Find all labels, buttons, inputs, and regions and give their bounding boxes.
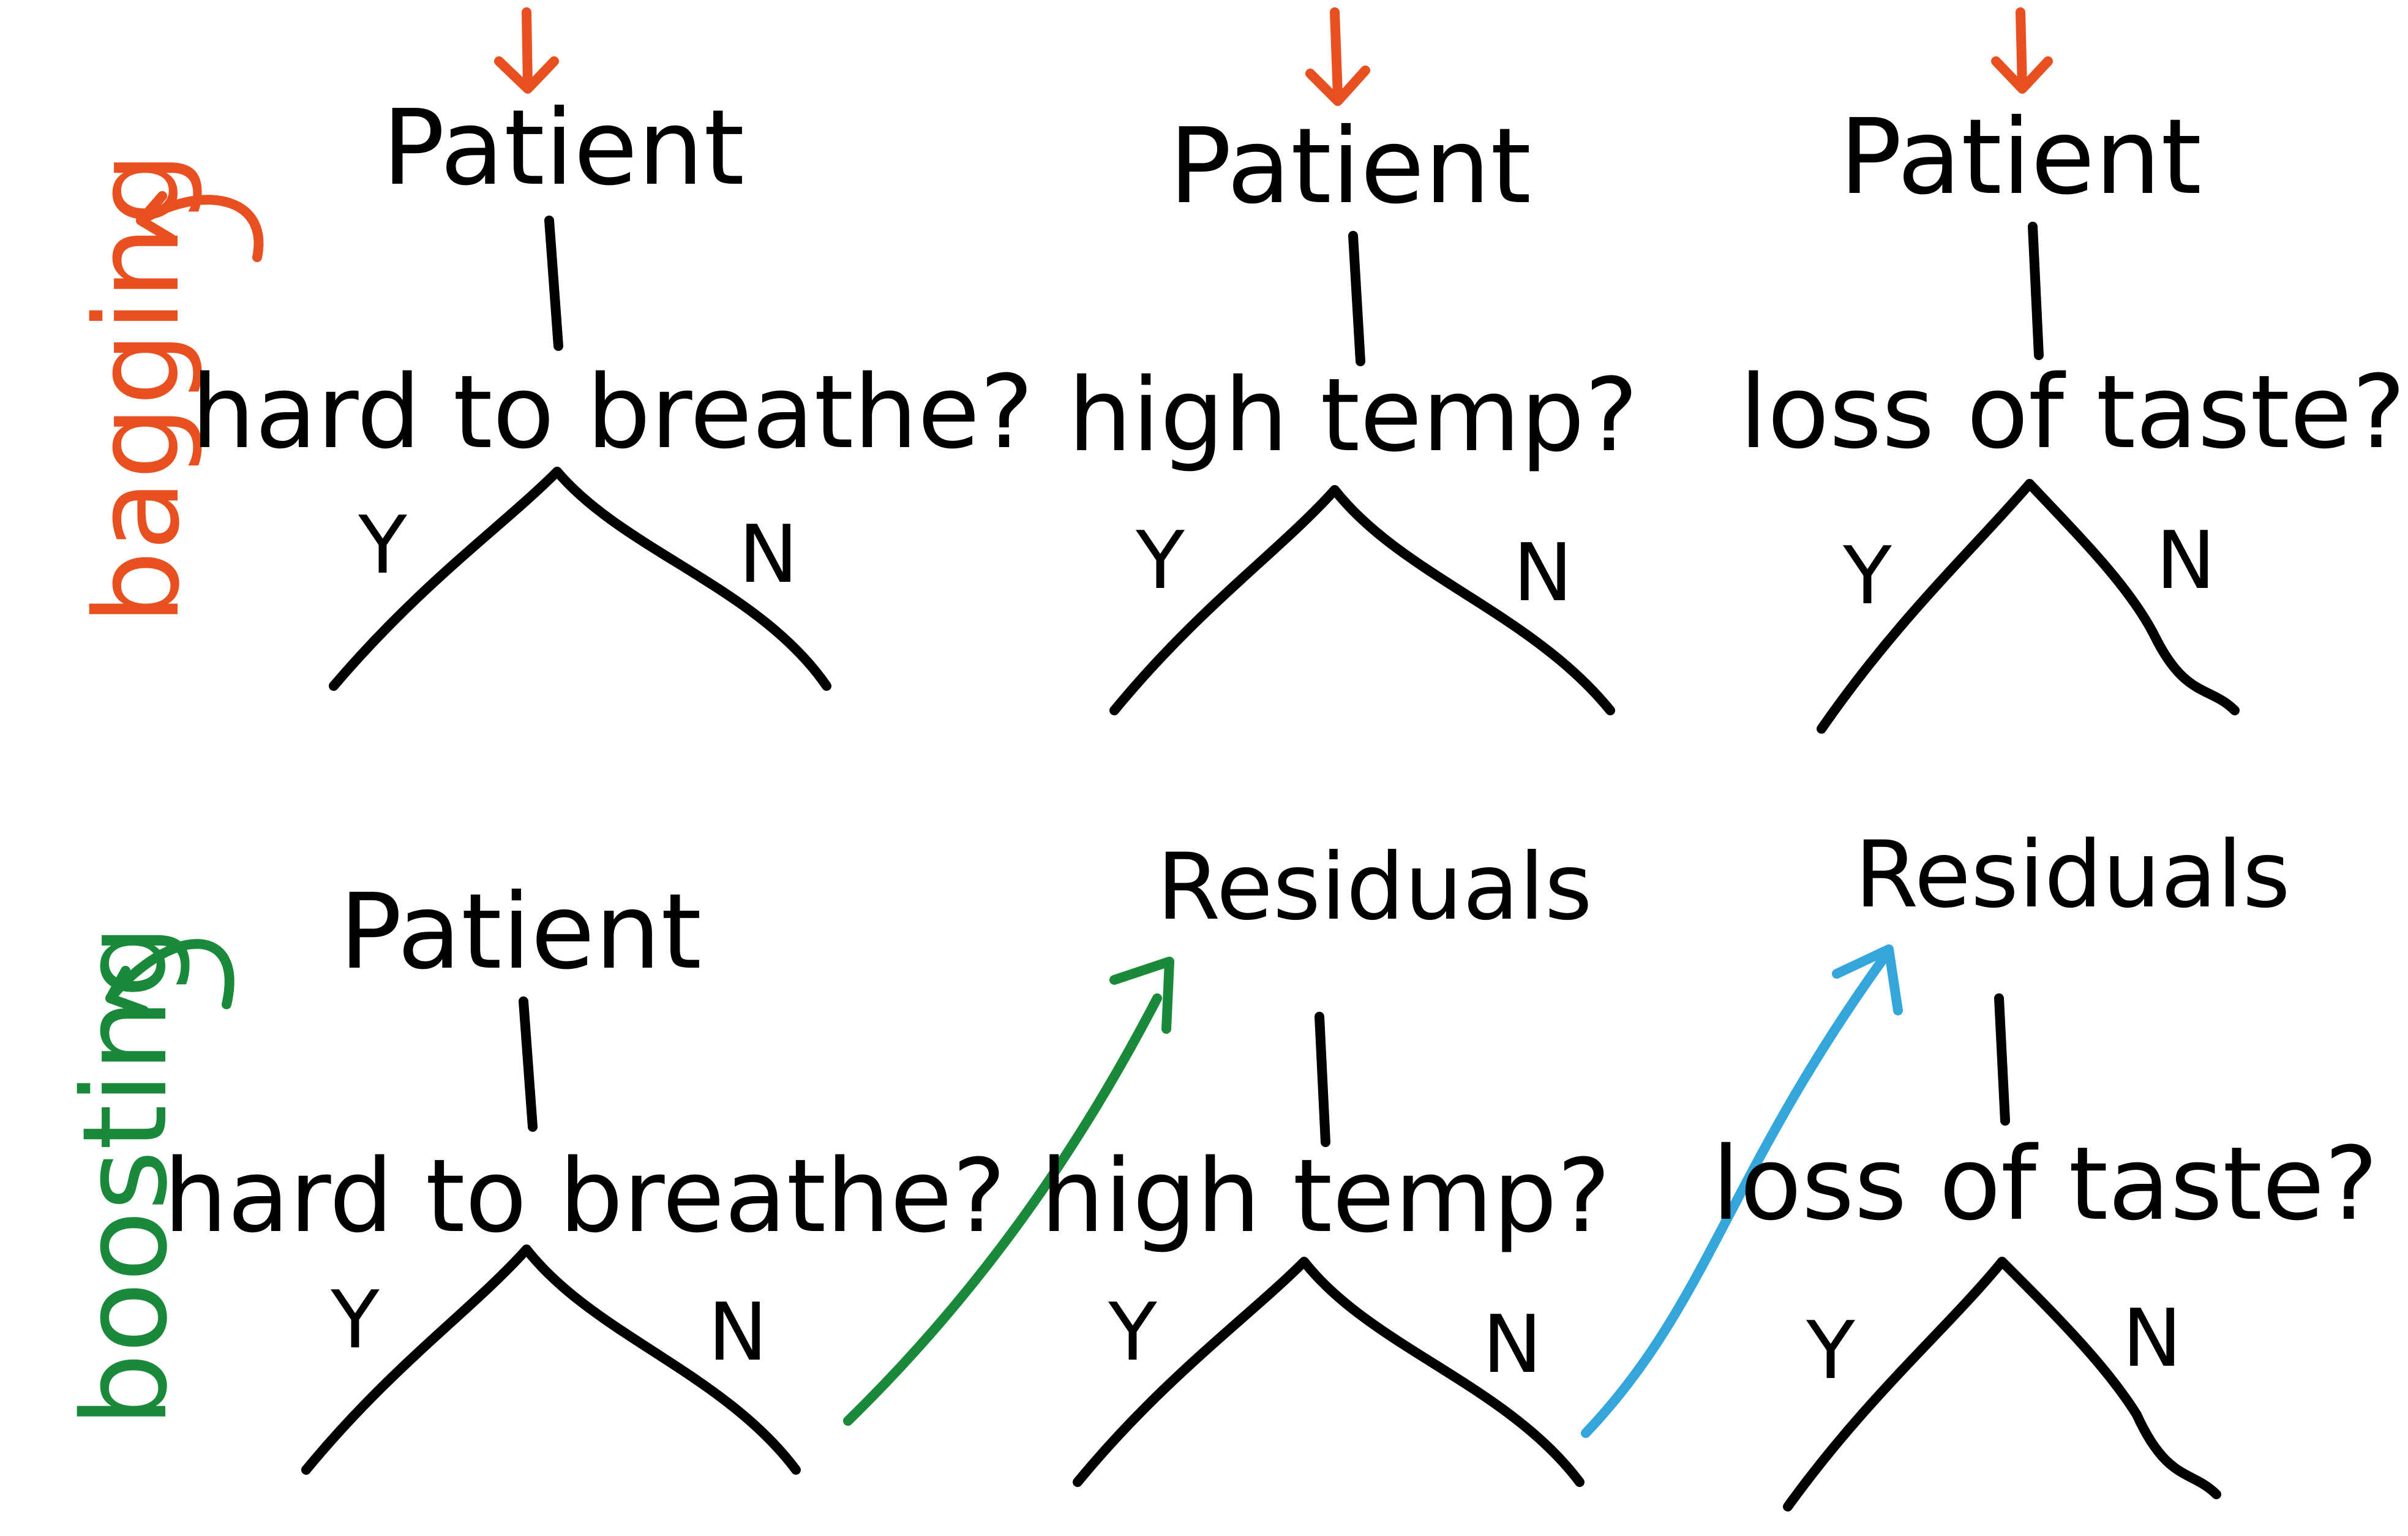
bagging-label: bagging [70,152,205,625]
tree-question: hard to breathe? [163,1137,1006,1255]
tree-root-label: Patient [1839,97,2202,218]
tree-stem [1315,1012,1330,1147]
yes-label: Y [1842,529,1892,622]
yes-label: Y [1108,1286,1157,1379]
tree-stem [1348,231,1365,366]
boosting-section: boosting Patient hard to breathe? Y N Re… [58,822,2378,1512]
tree-branches [301,1244,801,1475]
no-label: N [738,508,798,601]
tree-question: high temp? [1040,1137,1610,1255]
residual-arrow-green [843,957,1174,1426]
no-label: N [1482,1298,1542,1391]
no-label: N [2122,1292,2181,1385]
boosting-curl-arrow [105,939,234,1015]
tree-branches [329,467,831,691]
boosting-tree-3: Residuals loss of taste? Y N [1712,822,2378,1512]
tree-root-label: Residuals [1157,834,1592,941]
input-arrow-icon [494,7,559,94]
no-label: N [2156,514,2215,607]
tree-question: loss of taste? [1739,353,2406,471]
tree-root-label: Patient [339,872,702,993]
tree-root-label: Patient [382,88,745,209]
yes-label: Y [330,1273,380,1366]
tree-stem [2028,222,2044,360]
bagging-tree-3: Patient loss of taste? Y N [1739,7,2406,734]
tree-branches [1783,1257,2221,1512]
bagging-curl-arrow [136,191,264,262]
boosting-tree-2: Residuals high temp? Y N [1040,834,1611,1487]
no-label: N [708,1286,767,1379]
yes-label: Y [358,499,407,592]
no-label: N [1513,526,1572,619]
boosting-tree-1: Patient hard to breathe? Y N [163,872,1006,1475]
tree-stem [1994,993,2010,1126]
tree-question: hard to breathe? [191,353,1033,471]
bagging-side-label: bagging [70,152,264,625]
tree-question: loss of taste? [1712,1125,2378,1243]
tree-stem [544,216,563,351]
input-arrow-icon [1305,7,1370,106]
boosting-side-label: boosting [58,925,234,1427]
tree-branches [1109,485,1615,715]
tree-root-label: Residuals [1855,822,2290,928]
bagging-section: bagging Patient hard to breathe? Y N Pat… [70,7,2406,734]
input-arrow-icon [1991,7,2053,94]
tree-stem [519,996,538,1132]
bagging-tree-2: Patient high temp? Y N [1068,7,1638,715]
tree-root-label: Patient [1169,106,1531,227]
bagging-tree-1: Patient hard to breathe? Y N [191,7,1033,691]
residual-arrow-blue [1581,944,1903,1438]
yes-label: Y [1135,514,1185,607]
yes-label: Y [1806,1304,1855,1397]
tree-branches [1817,479,2240,734]
tree-branches [1073,1257,1585,1487]
tree-question: high temp? [1068,356,1638,474]
